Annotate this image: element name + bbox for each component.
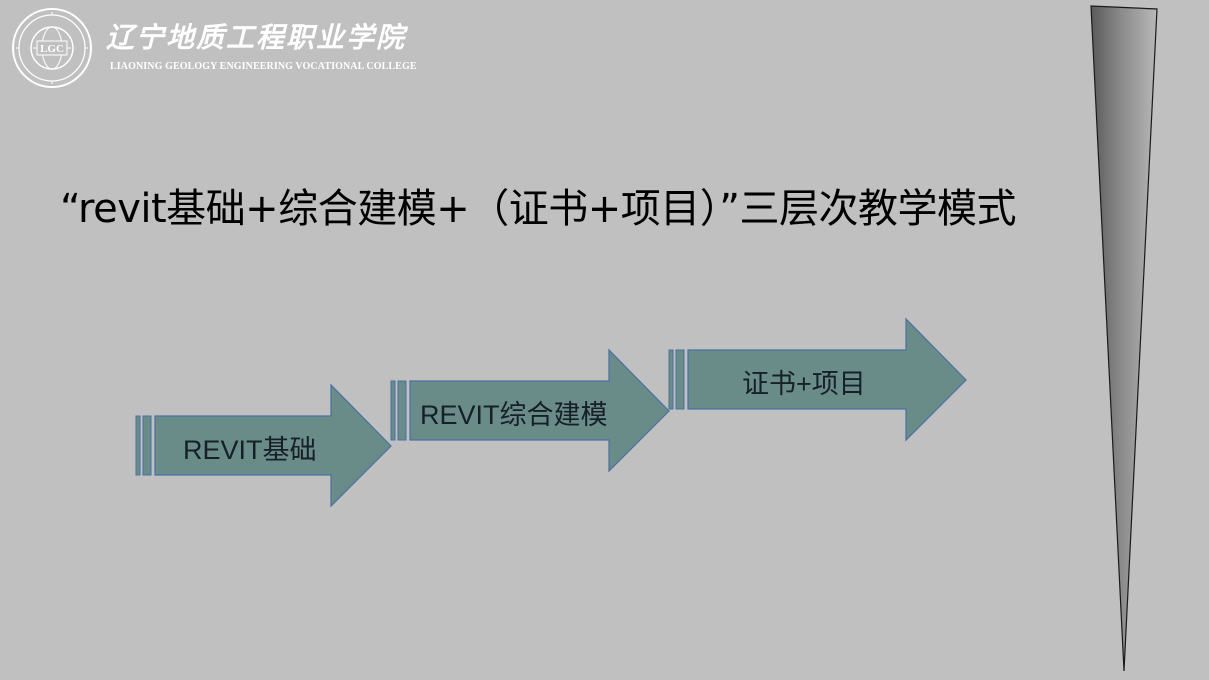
college-seal-icon: LGC bbox=[12, 8, 92, 88]
college-name-cn: 辽宁地质工程职业学院 bbox=[106, 21, 407, 54]
college-name-en: LIAONING GEOLOGY ENGINEERING VOCATIONAL … bbox=[110, 61, 417, 72]
step-arrow-3: 证书+项目 bbox=[668, 317, 968, 442]
step-arrow-2: REVIT综合建模 bbox=[390, 348, 672, 473]
college-logo: LGC 辽宁地质工程职业学院 LIAONING GEOLOGY ENGINEER… bbox=[10, 6, 450, 90]
triangle-spike-shape bbox=[1090, 5, 1158, 672]
arrow-shape-3 bbox=[668, 317, 967, 442]
step-label-2: REVIT综合建模 bbox=[420, 400, 608, 430]
step-label-3: 证书+项目 bbox=[742, 369, 866, 399]
slide-title: “revit基础+综合建模+（证书+项目）”三层次教学模式 bbox=[60, 186, 1016, 232]
step-label-1: REVIT基础 bbox=[183, 435, 317, 465]
step-arrow-1: REVIT基础 bbox=[135, 383, 395, 508]
arrow-shape-2 bbox=[390, 348, 670, 473]
arrow-shape-1 bbox=[135, 383, 392, 508]
seal-text: LGC bbox=[40, 43, 64, 55]
